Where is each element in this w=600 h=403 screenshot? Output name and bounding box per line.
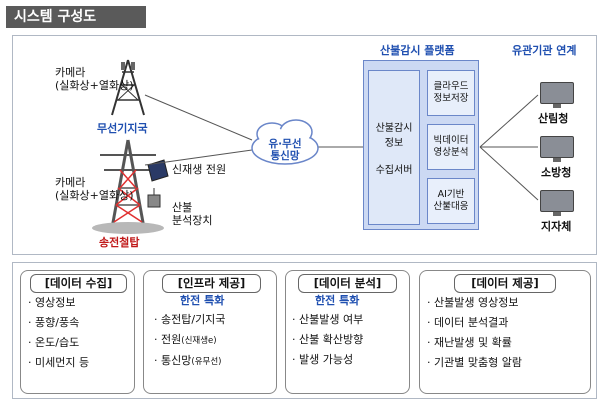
wireless-tower-icon [111, 59, 145, 116]
item-text: 발생 가능성 [299, 353, 354, 366]
item-text: 산불발생 영상정보 [434, 296, 519, 309]
item-text: 미세먼지 등 [35, 356, 90, 369]
card-header: [데이터 분석] [298, 274, 397, 293]
card-subtitle: 한전 특화 [180, 294, 225, 307]
item-text: 영상정보 [35, 296, 76, 309]
card-data-analysis [285, 270, 410, 394]
item-text: 데이터 분석결과 [434, 316, 509, 329]
agencies-title: 유관기관 연계 [512, 44, 577, 57]
list-item: · 전원(신재생e) [154, 333, 217, 346]
card-data-collection [20, 270, 135, 394]
analyzer-device-icon [147, 194, 161, 208]
fire-analyzer-line2: 분석장치 [172, 214, 213, 227]
list-item: · 데이터 분석결과 [427, 316, 509, 329]
list-item: · 풍향/풍속 [28, 316, 80, 329]
list-item: · 기관별 맞춤형 알람 [427, 356, 522, 369]
agency-label: 소방청 [541, 166, 572, 179]
item-note: (신재생e) [181, 336, 217, 346]
cloud-icon [251, 119, 319, 165]
list-item: · 온도/습도 [28, 336, 80, 349]
platform-title: 산불감시 플랫폼 [380, 44, 455, 57]
module-label: 정보저장 [433, 93, 469, 104]
tower-label: 송전철탑 [99, 236, 140, 249]
network-label-line1: 유·무선 [268, 138, 302, 150]
camera-spec-label: (실화상+열화상) [55, 79, 134, 92]
server-label-line3: 수집서버 [375, 165, 413, 176]
fire-analyzer-label: 산불 분석장치 [172, 201, 212, 227]
camera-spec-label: (실화상+열화상) [55, 189, 134, 202]
card-header: [데이터 수집] [30, 274, 127, 293]
computer-icon [540, 136, 574, 162]
item-text: 전원 [161, 333, 182, 346]
module-label: AI기반 [437, 189, 465, 200]
page-title: 시스템 구성도 [6, 6, 146, 28]
card-header: [데이터 제공] [454, 274, 556, 293]
server-label-line2: 정보 [384, 138, 404, 149]
system-diagram-frame [12, 35, 597, 255]
list-item: · 산불발생 영상정보 [427, 296, 519, 309]
list-item: · 미세먼지 등 [28, 356, 90, 369]
camera-label-1: 카메라 (실화상+열화상) [55, 66, 134, 92]
network-label: 유·무선 통신망 [262, 138, 308, 162]
card-items: · 영상정보 · 풍향/풍속 · 온도/습도 · 미세먼지 등 [28, 296, 89, 370]
list-item: · 영상정보 [28, 296, 76, 309]
collection-server: 산불감시 정보 수집서버 [368, 70, 420, 225]
list-item: · 발생 가능성 [292, 353, 354, 366]
module-ai-response: AI기반 산불대응 [427, 178, 475, 224]
list-item: · 통신망(유무선) [154, 354, 222, 367]
agency-label: 지자체 [541, 220, 572, 233]
module-label: 빅데이터 [433, 135, 469, 146]
item-text: 산불발생 여부 [299, 313, 364, 326]
module-label: 클라우드 [433, 81, 469, 92]
fire-analyzer-line1: 산불 [172, 201, 193, 214]
item-text: 재난발생 및 확률 [434, 336, 512, 349]
renewable-power-label: 신재생 전원 [172, 163, 227, 176]
camera-label-line: 카메라 [55, 176, 86, 189]
computer-icon [540, 190, 574, 216]
item-text: 통신망 [161, 354, 192, 367]
module-label: 산불대응 [433, 201, 469, 212]
card-items: · 송전탑/기지국 · 전원(신재생e) · 통신망(유무선) [154, 313, 225, 369]
card-items: · 산불발생 영상정보 · 데이터 분석결과 · 재난발생 및 확률 · 기관별… [427, 296, 522, 370]
camera-label-2: 카메라 (실화상+열화상) [55, 176, 134, 202]
card-data-provision [419, 270, 591, 394]
item-text: 송전탑/기지국 [161, 313, 226, 326]
transmission-tower-icon [92, 139, 164, 234]
item-note: (유무선) [191, 357, 222, 367]
module-bigdata-analysis: 빅데이터 영상분석 [427, 124, 475, 170]
card-items: · 산불발생 여부 · 산불 확산방향 · 발생 가능성 [292, 313, 363, 367]
list-item: · 재난발생 및 확률 [427, 336, 512, 349]
card-subtitle: 한전 특화 [315, 294, 360, 307]
computer-icon [540, 82, 574, 108]
module-label: 영상분석 [433, 147, 469, 158]
feature-panel-frame [12, 262, 597, 399]
camera-label-line: 카메라 [55, 66, 86, 79]
card-header: [인프라 제공] [162, 274, 261, 293]
item-text: 온도/습도 [35, 336, 80, 349]
list-item: · 송전탑/기지국 [154, 313, 226, 326]
item-text: 산불 확산방향 [299, 333, 364, 346]
wireless-station-label: 무선기지국 [97, 122, 148, 135]
item-text: 기관별 맞춤형 알람 [434, 356, 522, 369]
item-text: 풍향/풍속 [35, 316, 80, 329]
list-item: · 산불 확산방향 [292, 333, 364, 346]
list-item: · 산불발생 여부 [292, 313, 364, 326]
server-label-line1: 산불감시 [375, 123, 413, 134]
module-cloud-storage: 클라우드 정보저장 [427, 70, 475, 116]
solar-panel-icon [147, 159, 169, 182]
agency-label: 산림청 [538, 112, 569, 125]
card-infrastructure [143, 270, 277, 394]
network-label-line2: 통신망 [270, 150, 300, 162]
